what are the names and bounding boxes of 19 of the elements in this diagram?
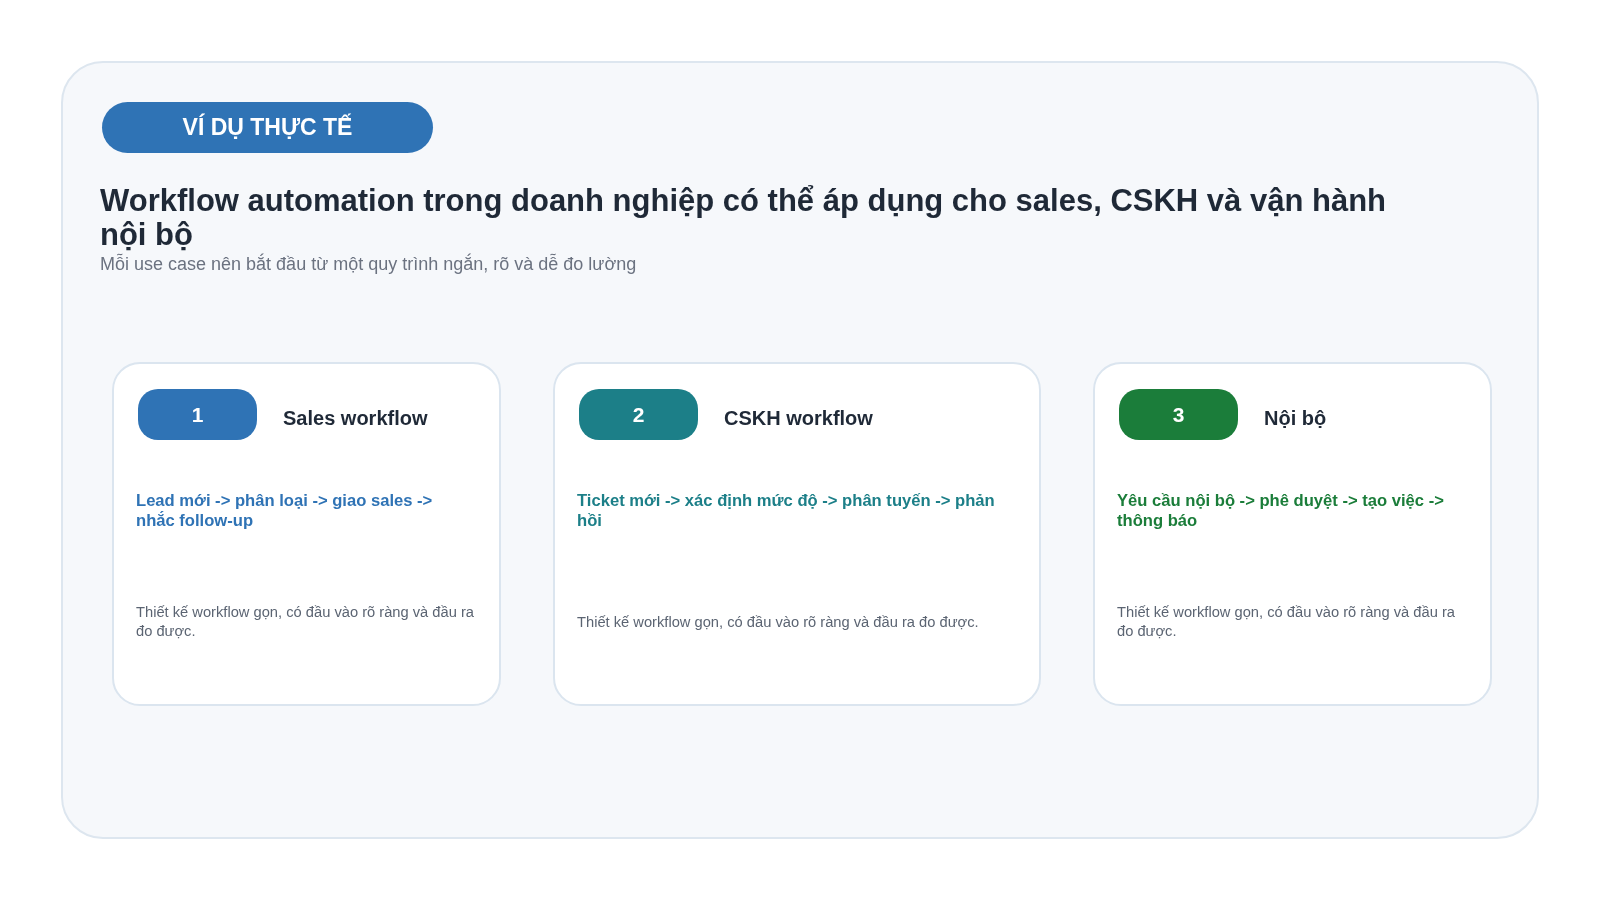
step-number: 3 bbox=[1119, 389, 1238, 440]
workflow-steps: Ticket mới -> xác định mức độ -> phân tuyến -> phản hồi bbox=[577, 491, 1013, 531]
step-number: 2 bbox=[579, 389, 698, 440]
card-description: Thiết kế workflow gọn, có đầu vào rõ ràng và đầu ra đo được. bbox=[577, 612, 979, 632]
use-case-card bbox=[112, 362, 501, 706]
workflow-steps: Lead mới -> phân loại -> giao sales -> nhắc follow-up bbox=[136, 491, 458, 531]
card-description: Thiết kế workflow gọn, có đầu vào rõ ràng và đầu ra đo được. bbox=[1117, 603, 1456, 641]
heading: Workflow automation trong doanh nghiệp có thể áp dụng cho sales, CSKH và vận hành nội bộ bbox=[100, 184, 1387, 252]
content-panel bbox=[61, 61, 1539, 839]
section-tag: VÍ DỤ THỰC TẾ bbox=[102, 102, 433, 153]
workflow-steps: Yêu cầu nội bộ -> phê duyệt -> tạo việc -> thông báo bbox=[1117, 491, 1477, 531]
card-title: CSKH workflow bbox=[724, 406, 873, 430]
use-case-card bbox=[553, 362, 1041, 706]
card-title: Nội bộ bbox=[1264, 406, 1327, 430]
card-title: Sales workflow bbox=[283, 406, 428, 430]
use-case-card bbox=[1093, 362, 1492, 706]
card-description: Thiết kế workflow gọn, có đầu vào rõ ràng và đầu ra đo được. bbox=[136, 603, 475, 641]
subheading: Mỗi use case nên bắt đầu từ một quy trình ngắn, rõ và dễ đo lường bbox=[100, 254, 637, 275]
step-number: 1 bbox=[138, 389, 257, 440]
